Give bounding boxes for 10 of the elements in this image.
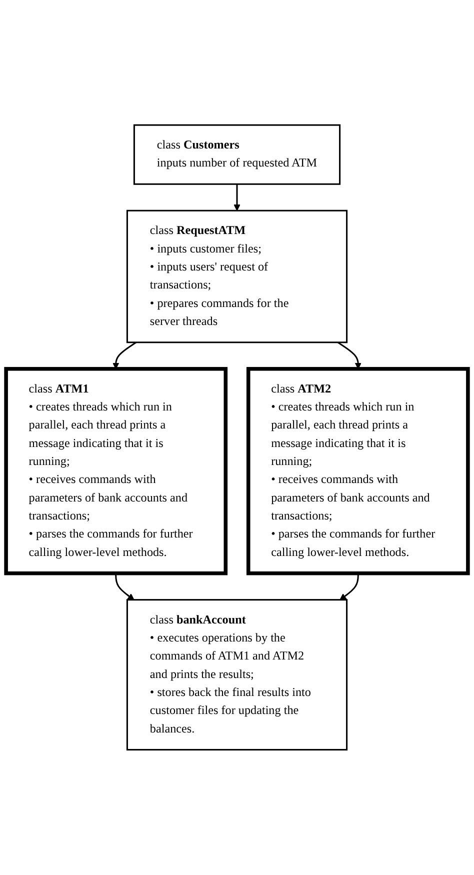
arrow	[115, 573, 134, 600]
node-box: class RequestATM • inputs customer files; • inputs users' request of transactions; • prepares commands for the server threads	[126, 210, 348, 344]
arrow	[112, 342, 137, 370]
node-box: class ATM2 • creates threads which run in parallel, each thread prints a message indicating that it is running; • receives commands with parameters of bank accounts and transactions; • parses the commands for further calling lower-level methods.	[246, 367, 470, 576]
arrow	[337, 342, 362, 370]
node-box: class ATM1 • creates threads which run in parallel, each thread prints a message indicating that it is running; • receives commands with parameters of bank accounts and transactions; • parses the commands for further calling lower-level methods.	[4, 367, 228, 576]
node-box: class bankAccount • executes operations by the commands of ATM1 and ATM2 and prints the results; • stores back the final results into customer files for updating the balances.	[126, 599, 348, 751]
node-box: class Customers inputs number of requested ATM	[133, 124, 341, 185]
arrow	[234, 184, 240, 212]
arrow	[340, 573, 359, 600]
